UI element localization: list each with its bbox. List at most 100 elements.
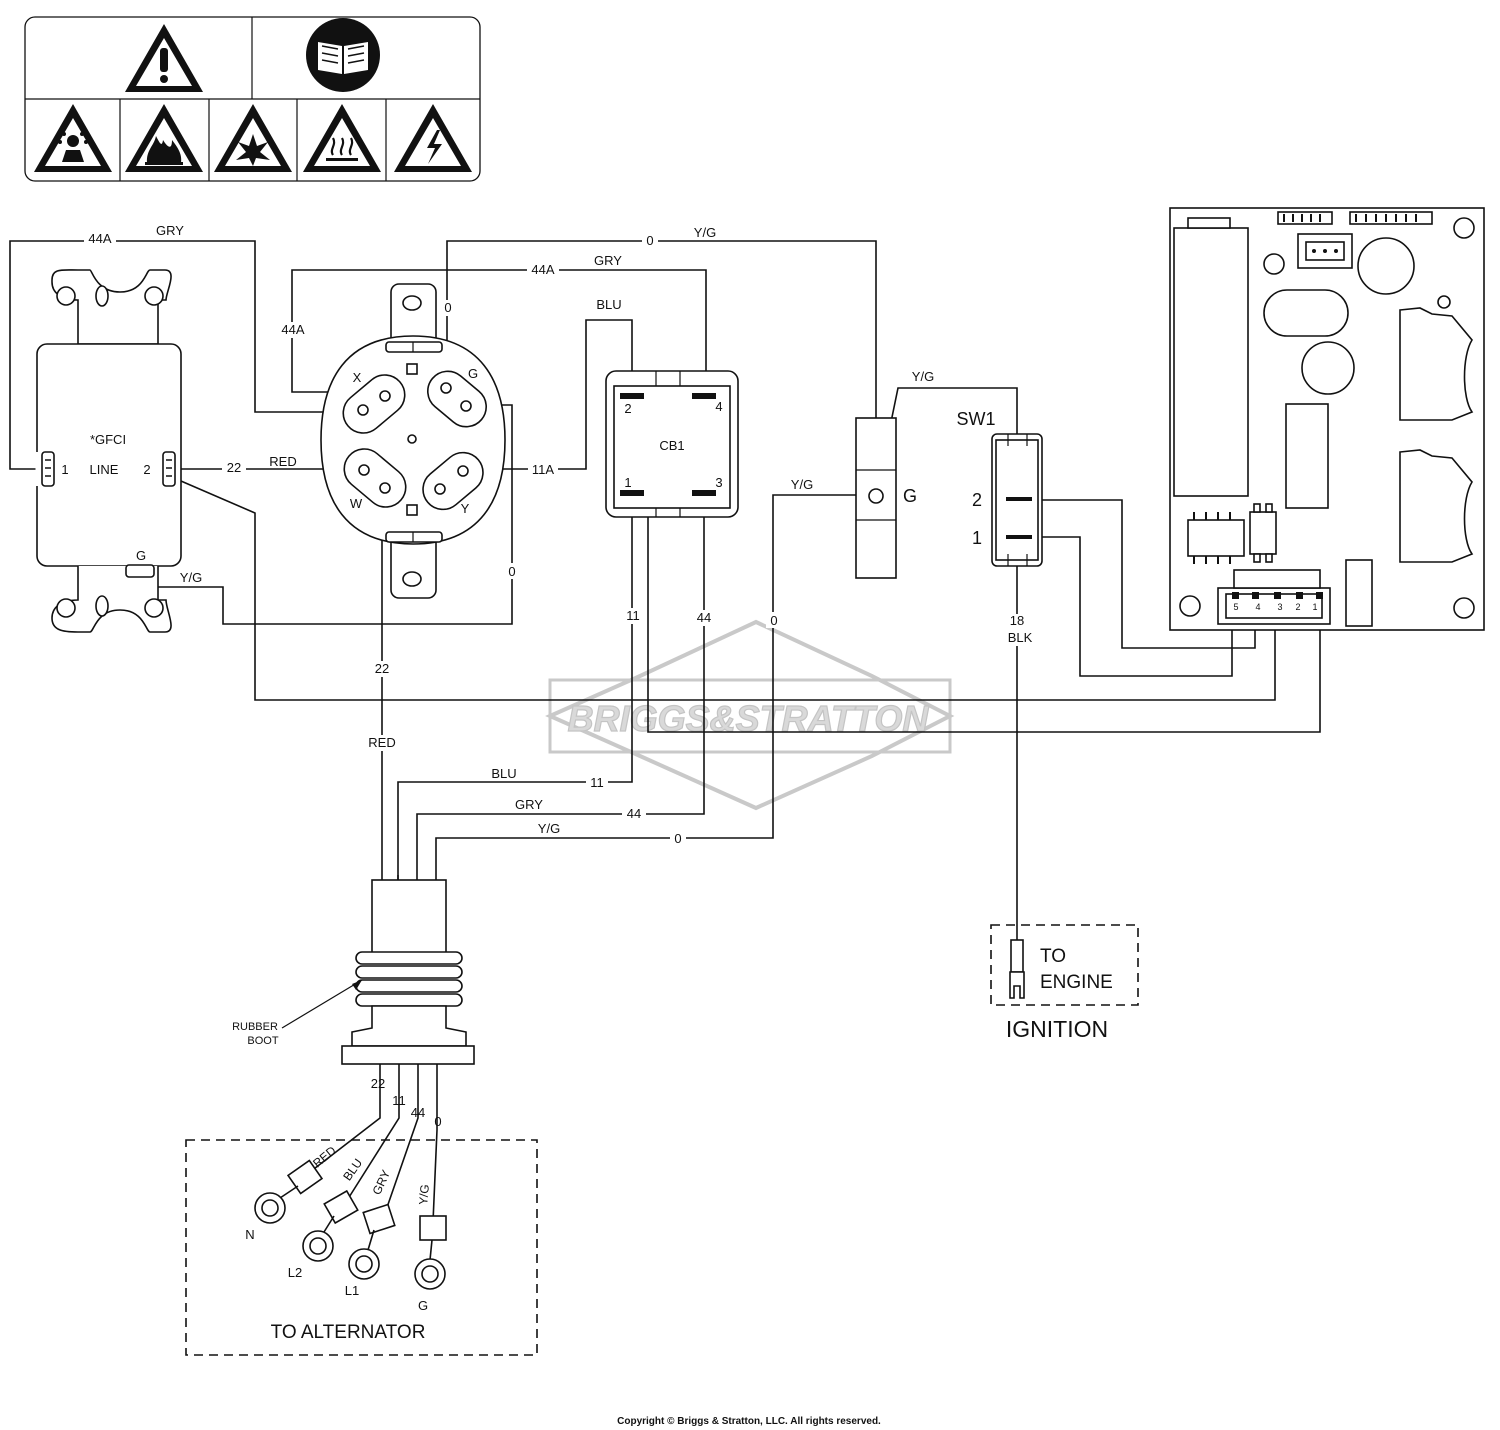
label-yg-ground: Y/G xyxy=(791,477,813,492)
lead-n xyxy=(309,1064,381,1173)
outlet-y-label: Y xyxy=(461,501,470,516)
gfci-title: *GFCI xyxy=(90,432,126,447)
engine-ignition-box: TO ENGINE IGNITION xyxy=(990,924,1139,1042)
label-lead-yg: Y/G xyxy=(416,1184,432,1206)
label-44a-mid: 44A xyxy=(531,262,554,277)
warning-icon xyxy=(125,24,203,92)
twist-lock-outlet: X G W Y xyxy=(320,283,506,599)
boot-label-2: BOOT xyxy=(247,1035,278,1047)
ground-terminal-block: G xyxy=(855,417,917,579)
label-gry-top: GRY xyxy=(156,223,184,238)
explosion-icon xyxy=(214,104,292,172)
toxic-fumes-icon xyxy=(34,104,112,172)
control-board: 5 4 3 2 1 xyxy=(1169,207,1485,631)
outlet-g-label: G xyxy=(468,366,478,381)
wire-44-gry xyxy=(416,492,705,880)
cb1-terminal-4 xyxy=(692,393,716,399)
sw1-terminal-2 xyxy=(1006,497,1032,501)
gfci-terminal-1 xyxy=(41,451,55,487)
alt-l1-label: L1 xyxy=(345,1283,359,1298)
alt-g-label: G xyxy=(418,1298,428,1313)
cb1-terminal-2 xyxy=(620,393,644,399)
wire-harness-boot: RUBBER BOOT xyxy=(232,875,475,1065)
label-11-bundle: 11 xyxy=(590,775,604,790)
wire-0-yg xyxy=(435,494,870,880)
ring-terminal-l2 xyxy=(302,1189,359,1262)
board-connector: 5 4 3 2 1 xyxy=(1217,569,1331,625)
gfci-line-label: LINE xyxy=(90,462,119,477)
connector-pin-3: 3 xyxy=(1277,602,1282,612)
label-red-vertical: RED xyxy=(368,735,395,750)
alt-n-label: N xyxy=(245,1227,254,1242)
sw1-name: SW1 xyxy=(956,409,995,429)
label-gry-mid: GRY xyxy=(594,253,622,268)
lead-g xyxy=(432,1064,438,1223)
label-gry-bundle: GRY xyxy=(515,797,543,812)
sw1-terminal-1 xyxy=(1006,535,1032,539)
outlet-w-label: W xyxy=(350,496,363,511)
copyright-text: Copyright © Briggs & Stratton, LLC. All … xyxy=(617,1416,881,1427)
label-0-bundle: 0 xyxy=(674,831,681,846)
lead-l1 xyxy=(383,1064,419,1217)
outlet-x-label: X xyxy=(353,370,362,385)
label-22-vertical: 22 xyxy=(375,661,389,676)
label-lead-22: 22 xyxy=(371,1076,385,1091)
label-44-bundle: 44 xyxy=(627,806,641,821)
cb1-name: CB1 xyxy=(659,438,684,453)
hot-surface-icon xyxy=(303,104,381,172)
circuit-breaker-cb1: CB1 2 4 1 3 xyxy=(605,370,739,518)
ignition-caption: IGNITION xyxy=(1006,1016,1108,1042)
cb1-t2-label: 2 xyxy=(624,401,631,416)
sw1-t2-label: 2 xyxy=(972,490,982,510)
gfci-ground-screw xyxy=(125,564,155,578)
label-blk: BLK xyxy=(1008,630,1033,645)
wire-sw1-pin4 xyxy=(1010,536,1233,677)
ring-terminal-n xyxy=(254,1159,324,1224)
label-red-gfci: RED xyxy=(269,454,296,469)
wire-11-blu xyxy=(397,492,633,880)
watermark-text: BRIGGS&STRATTON xyxy=(568,698,930,739)
wire-44a-gfci xyxy=(9,240,362,470)
engine-label-2: ENGINE xyxy=(1040,972,1113,993)
label-22-gfci: 22 xyxy=(227,460,241,475)
boot-label-1: RUBBER xyxy=(232,1021,278,1033)
label-lead-44: 44 xyxy=(411,1105,425,1120)
label-44a-top: 44A xyxy=(88,231,111,246)
label-11a: 11A xyxy=(532,462,554,477)
wire-sw2-pin5 xyxy=(1010,499,1256,649)
label-yg-sw: Y/G xyxy=(912,369,934,384)
wire-44a-cb xyxy=(291,269,707,397)
label-lead-red: RED xyxy=(310,1143,339,1170)
electric-shock-icon xyxy=(394,104,472,172)
alternator-title: TO ALTERNATOR xyxy=(271,1322,426,1343)
outlet-terminal-y xyxy=(422,451,484,511)
cb1-t1-label: 1 xyxy=(624,475,631,490)
sw1-t1-label: 1 xyxy=(972,528,982,548)
connector-pin-4: 4 xyxy=(1255,602,1260,612)
lead-l2 xyxy=(345,1064,400,1203)
label-yg-gfci: Y/G xyxy=(180,570,202,585)
connector-pin-1: 1 xyxy=(1312,602,1317,612)
ground-block-label: G xyxy=(903,486,917,506)
label-lead-blu: BLU xyxy=(340,1156,365,1183)
label-11-vertical: 11 xyxy=(626,608,640,623)
ring-terminal-l1 xyxy=(348,1203,396,1280)
gfci-receptacle: *GFCI LINE 1 2 G xyxy=(35,269,182,633)
connector-pin-5: 5 xyxy=(1233,602,1238,612)
label-44a-left: 44A xyxy=(281,322,304,337)
ring-terminal-g xyxy=(414,1215,447,1290)
wire-network xyxy=(9,240,1321,940)
label-lead-11: 11 xyxy=(392,1093,406,1108)
label-0-right: 0 xyxy=(508,564,515,579)
label-lead-gry: GRY xyxy=(370,1168,394,1197)
alternator-leads: 22 11 44 0 RED BLU GRY Y/G N L2 L1 xyxy=(245,1064,447,1313)
connector-pin-2: 2 xyxy=(1295,602,1300,612)
wire-labels: 44A GRY 0 Y/G 44A GRY 44A 0 BLU 22 RED 1… xyxy=(84,223,1033,846)
watermark-logo: BRIGGS&STRATTON xyxy=(545,619,955,811)
cb1-terminal-1 xyxy=(620,490,644,496)
label-yg-top: Y/G xyxy=(694,225,716,240)
wire-yg-gfci xyxy=(145,404,513,625)
label-44-vertical: 44 xyxy=(697,610,711,625)
switch-sw1: SW1 2 1 xyxy=(956,409,1043,567)
